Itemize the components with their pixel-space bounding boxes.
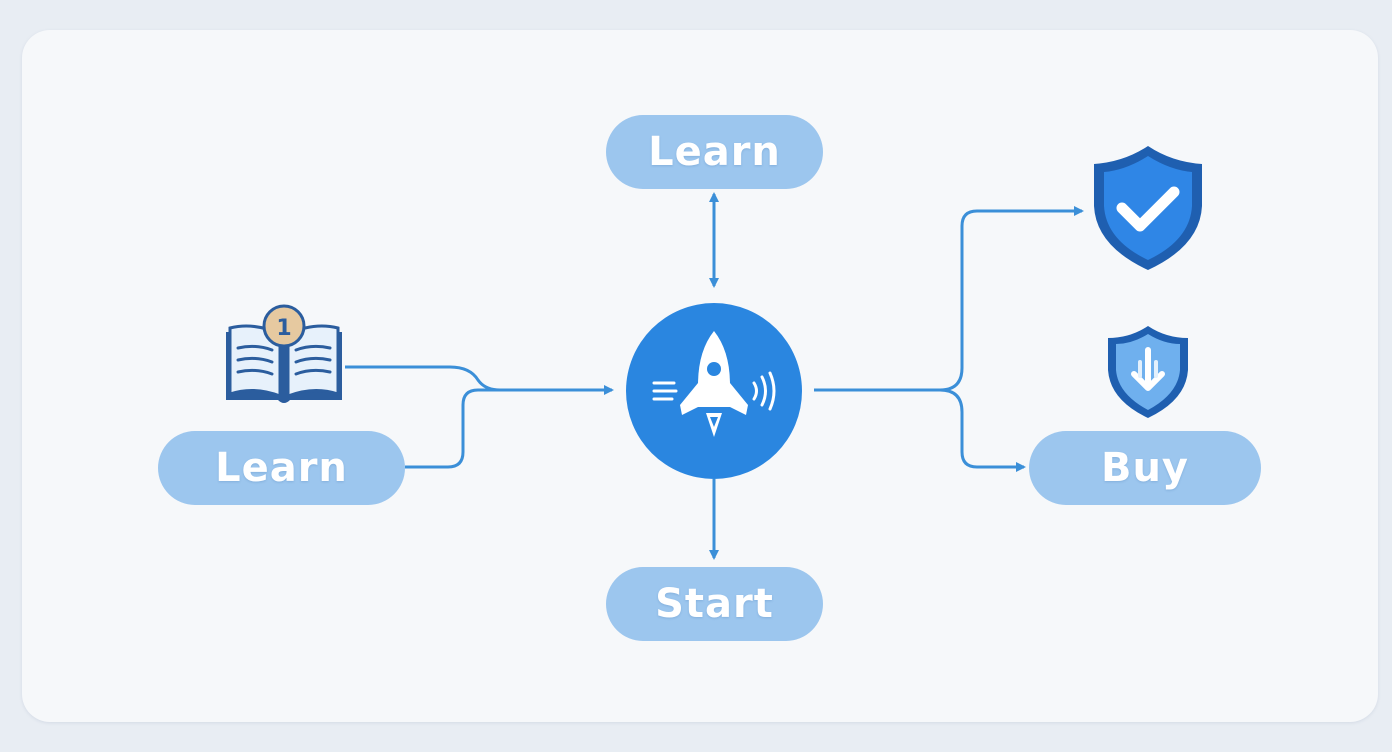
- node-learn-top-label: Learn: [648, 129, 781, 175]
- node-buy[interactable]: Buy: [1029, 431, 1261, 505]
- edge-learn-left-center: [405, 385, 614, 469]
- edge-center-split: [814, 206, 1084, 392]
- rocket-hub-icon[interactable]: [626, 303, 802, 479]
- node-learn-top[interactable]: Learn: [606, 115, 823, 189]
- node-start[interactable]: Start: [606, 567, 823, 641]
- node-learn-left[interactable]: Learn: [158, 431, 405, 505]
- shield-download-icon: [1102, 322, 1194, 422]
- edge-book-center: [345, 365, 501, 392]
- node-start-label: Start: [655, 581, 774, 627]
- node-learn-left-label: Learn: [215, 445, 348, 491]
- edge-center-buy: [939, 388, 1026, 472]
- book-badge-number: 1: [276, 316, 291, 341]
- shield-check-icon: [1088, 142, 1208, 274]
- node-buy-label: Buy: [1100, 445, 1190, 491]
- open-book-icon: 1: [218, 300, 350, 412]
